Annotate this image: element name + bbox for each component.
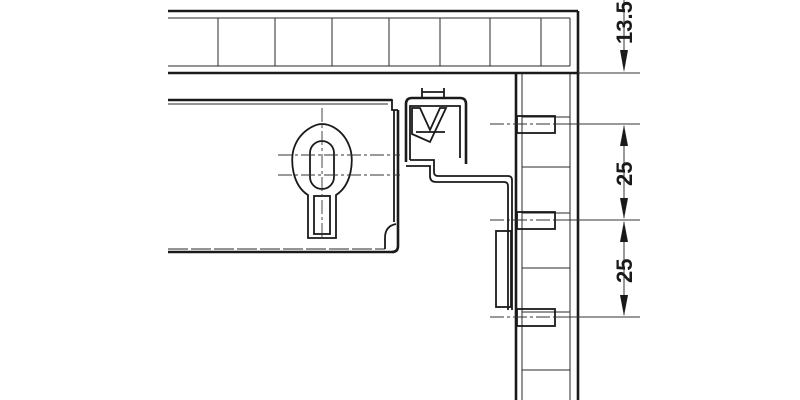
side-wall: [514, 73, 580, 400]
drawer-profile: [168, 98, 400, 254]
keyhole-slot: [278, 108, 400, 240]
dimension-25-upper: 25: [612, 162, 637, 186]
runner-profile: [404, 88, 513, 310]
mounting-plate: [495, 230, 512, 308]
dimension-25-lower: 25: [612, 259, 637, 283]
top-panel: [168, 9, 580, 75]
dowel-pins: [490, 115, 580, 327]
dimension-13-5: 13.5: [612, 1, 637, 44]
dimension-lines: [555, 0, 640, 318]
